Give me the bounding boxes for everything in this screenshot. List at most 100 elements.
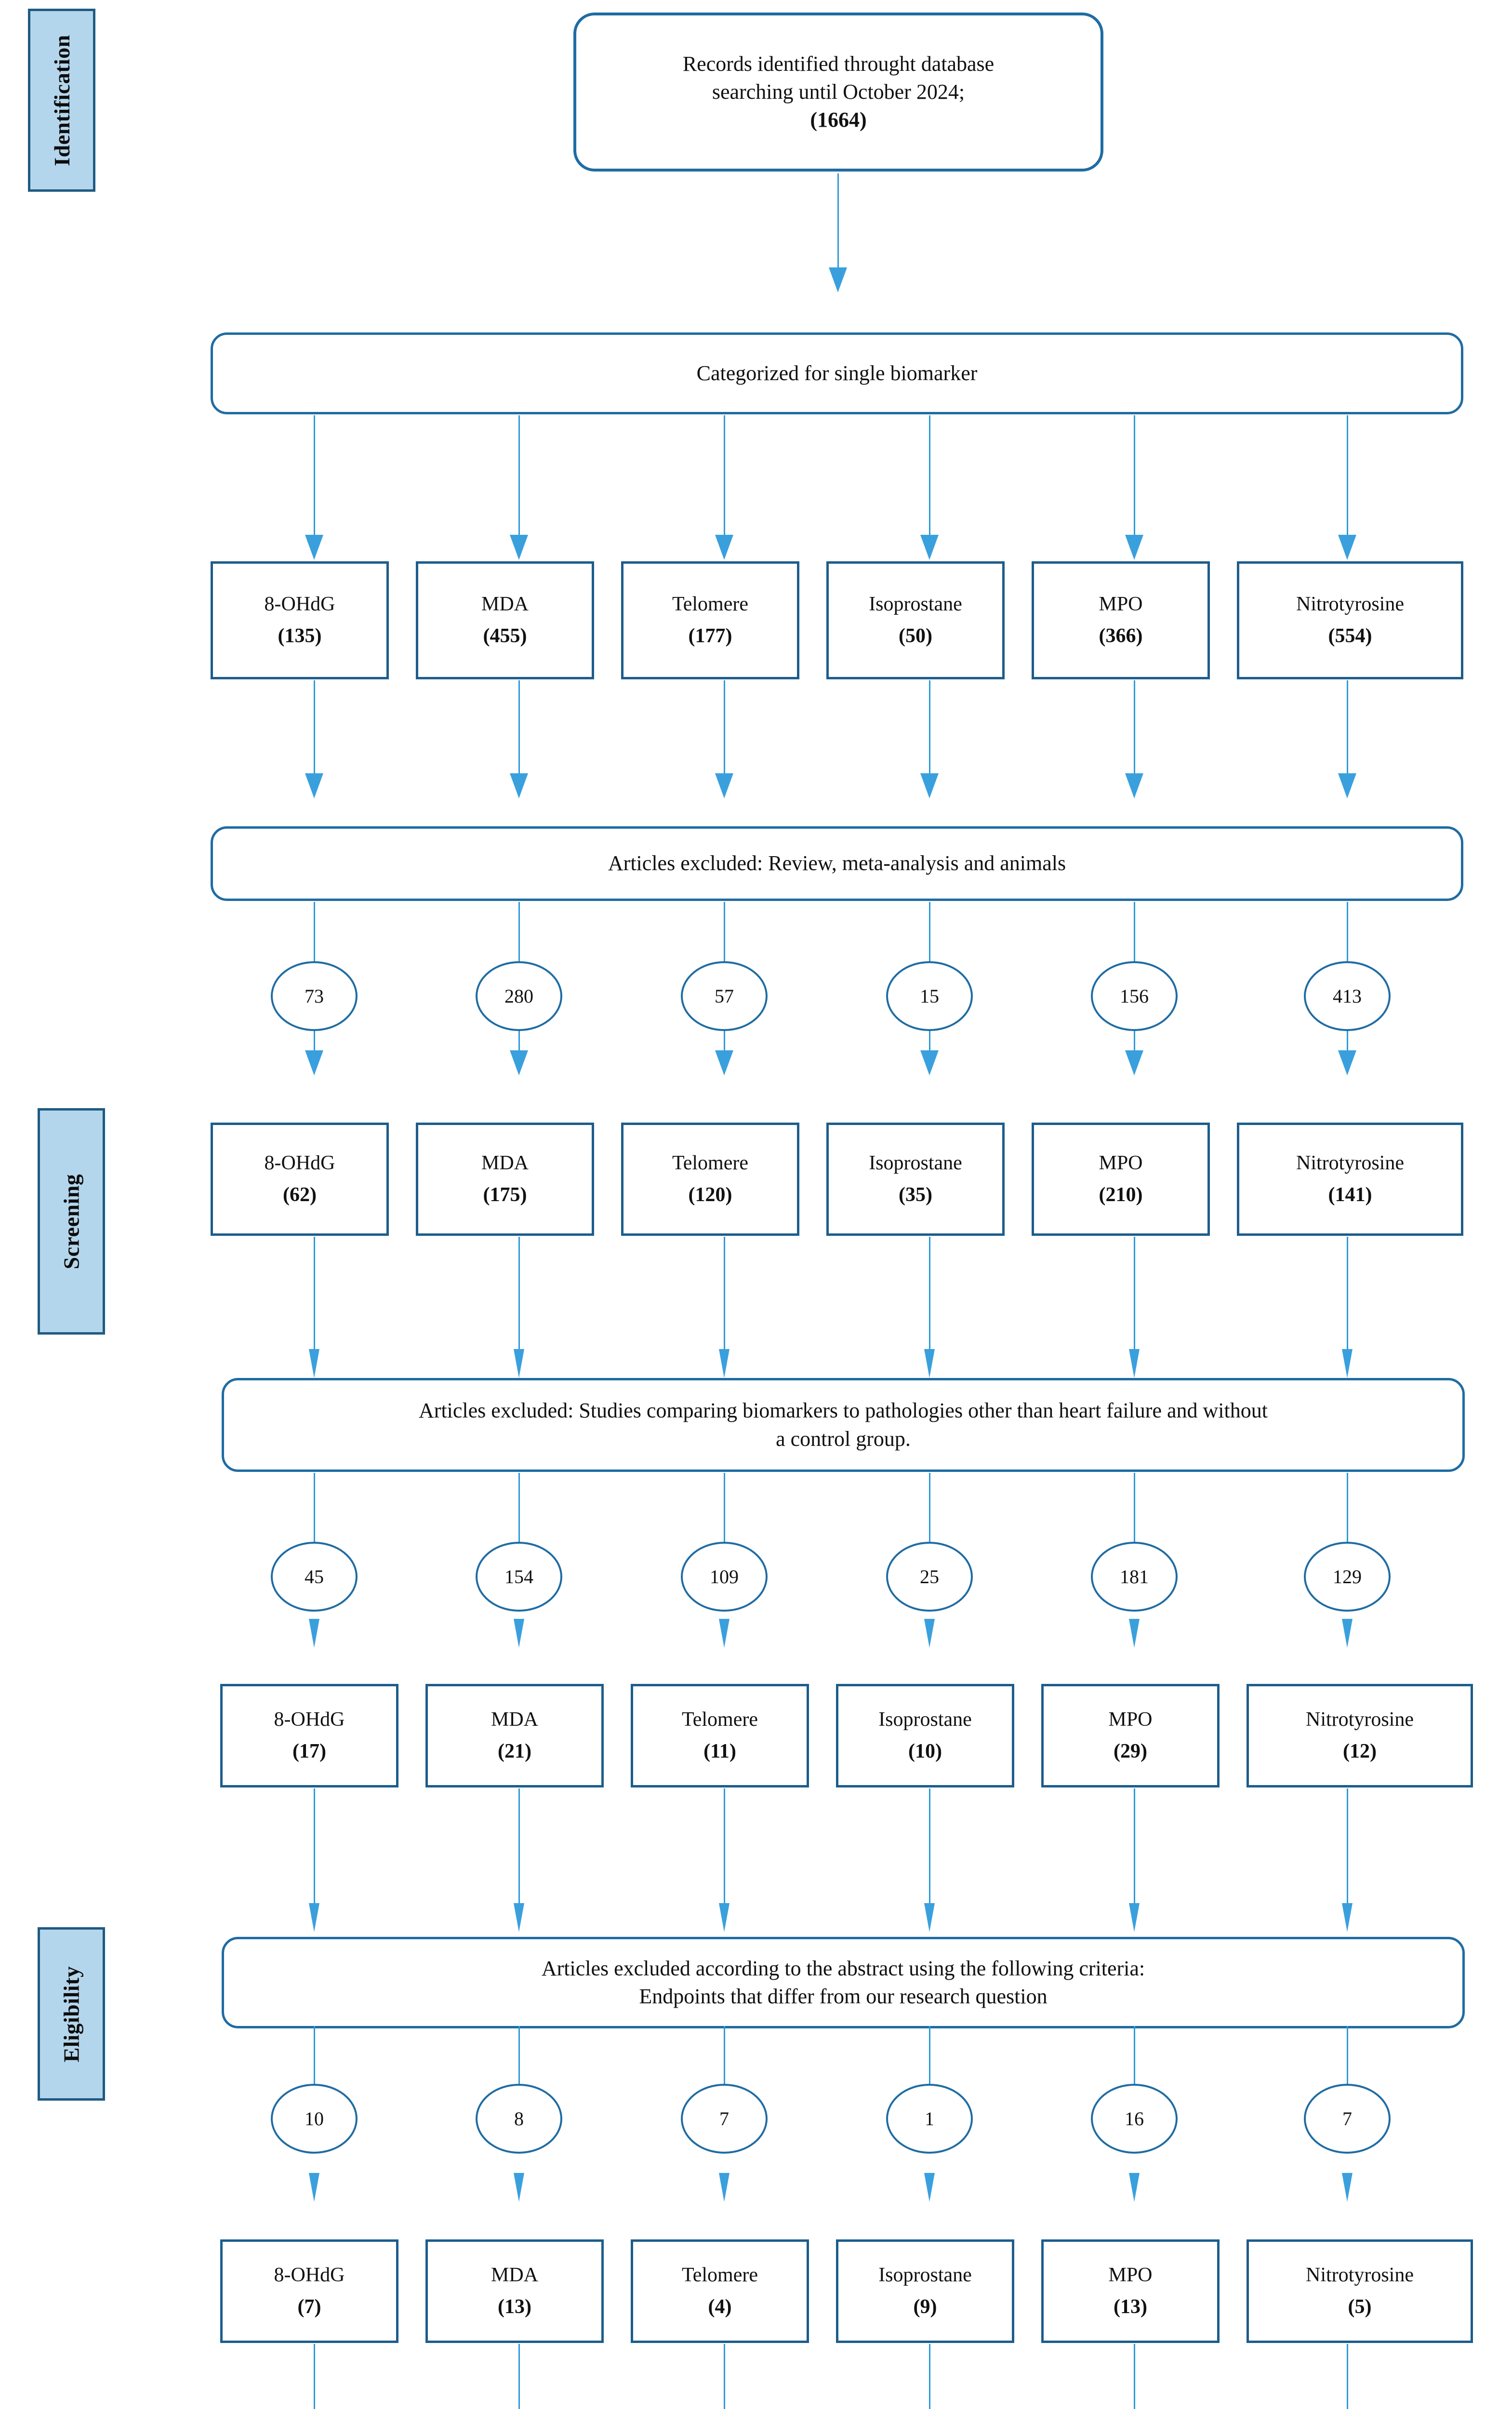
connector-bio3-to-exclusion3-3 [724,1788,725,1909]
biomarker-box-eligible-6: Nitrotyrosine (12) [1247,1684,1473,1787]
records-line-2: searching until October 2024; [712,79,965,104]
connector-bio1-to-exclusion1-1 [314,680,315,777]
exclusion-2-line-1: Articles excluded: Studies comparing bio… [419,1399,1268,1423]
arrowhead-categorized-to-bio-5 [1125,535,1143,560]
connector-exclusion2-to-oval-3 [724,1473,725,1593]
exclusion-3-line-2: Endpoints that differ from our research … [639,1985,1048,2008]
connector-bio2-to-exclusion2-5 [1134,1237,1135,1355]
connector-bio3-to-exclusion3-6 [1347,1788,1348,1909]
arrowhead-oval3-to-bio4-2 [514,2173,524,2202]
biomarker-count: (141) [1328,1183,1372,1206]
excluded-count-oval-2-2: 154 [476,1542,562,1612]
connector-exclusion3-to-oval-1 [314,2026,315,2089]
arrowhead-bio2-to-exclusion2-5 [1129,1349,1140,1378]
arrowhead-bio3-to-exclusion3-3 [719,1903,729,1932]
exclusion-1-line-1: Articles excluded: Review, meta-analysis… [608,851,1066,875]
records-identified-box: Records identified throught database sea… [573,13,1103,172]
stage-label-screening: Screening [38,1108,105,1335]
excluded-count-oval-1-6: 413 [1304,961,1391,1031]
excluded-count-oval-2-5: 181 [1091,1542,1178,1612]
biomarker-name: Telomere [672,593,748,616]
arrowhead-categorized-to-bio-1 [305,535,323,560]
arrowhead-records-to-categorized [829,267,847,292]
biomarker-name: Nitrotyrosine [1306,1708,1414,1731]
connector-exclusion2-to-oval-2 [518,1473,520,1593]
biomarker-name: 8-OHdG [274,1708,345,1731]
connector-bio1-to-exclusion1-6 [1347,680,1348,777]
biomarker-box-assessed-4: Isoprostane (9) [836,2239,1014,2343]
biomarker-box-assessed-6: Nitrotyrosine (5) [1247,2239,1473,2343]
connector-bio3-to-exclusion3-1 [314,1788,315,1909]
biomarker-count: (12) [1343,1740,1377,1762]
arrowhead-categorized-to-bio-6 [1338,535,1356,560]
connector-categorized-to-bio-2 [518,415,520,538]
biomarker-count: (50) [899,624,932,647]
biomarker-count: (62) [283,1183,317,1206]
biomarker-box-screened-6: Nitrotyrosine (141) [1237,1123,1463,1236]
biomarker-box-screened-4: Isoprostane (35) [826,1123,1005,1236]
connector-bio1-to-exclusion1-3 [724,680,725,777]
connector-bio4-to-included-6 [1347,2344,1348,2409]
biomarker-box-identified-6: Nitrotyrosine (554) [1237,561,1463,679]
arrowhead-oval1-to-bio2-2 [510,1050,528,1075]
arrowhead-bio2-to-exclusion2-6 [1342,1349,1353,1378]
stage-label-eligibility-text: Eligibility [59,1966,84,2062]
excluded-count-oval-1-4: 15 [886,961,973,1031]
excluded-count-oval-3-5: 16 [1091,2084,1178,2154]
biomarker-count: (5) [1348,2295,1372,2318]
biomarker-name: MDA [481,1152,529,1175]
biomarker-count: (11) [703,1740,736,1762]
connector-exclusion3-to-oval-6 [1347,2026,1348,2089]
arrowhead-oval1-to-bio2-4 [920,1050,939,1075]
biomarker-count: (21) [498,1740,531,1762]
arrowhead-bio3-to-exclusion3-2 [514,1903,524,1932]
biomarker-count: (10) [908,1740,942,1762]
connector-bio1-to-exclusion1-4 [929,680,930,777]
arrowhead-bio1-to-exclusion1-6 [1338,773,1356,798]
categorized-label: Categorized for single biomarker [696,361,978,385]
biomarker-box-eligible-5: MPO (29) [1041,1684,1220,1787]
arrowhead-oval2-to-bio3-1 [309,1619,319,1648]
biomarker-name: 8-OHdG [264,593,335,616]
biomarker-box-eligible-4: Isoprostane (10) [836,1684,1014,1787]
biomarker-box-identified-1: 8-OHdG (135) [211,561,389,679]
arrowhead-oval3-to-bio4-5 [1129,2173,1140,2202]
arrowhead-bio1-to-exclusion1-4 [920,773,939,798]
exclusion-box-2: Articles excluded: Studies comparing bio… [222,1378,1465,1472]
biomarker-count: (13) [498,2295,531,2318]
arrowhead-oval3-to-bio4-3 [719,2173,729,2202]
excluded-count-oval-2-3: 109 [681,1542,768,1612]
biomarker-name: 8-OHdG [264,1152,335,1175]
connector-bio4-to-included-2 [518,2344,520,2409]
biomarker-count: (177) [688,624,732,647]
biomarker-box-eligible-1: 8-OHdG (17) [220,1684,398,1787]
biomarker-name: Nitrotyrosine [1306,2264,1414,2287]
excluded-count-oval-1-5: 156 [1091,961,1178,1031]
biomarker-name: Telomere [682,1708,758,1731]
biomarker-box-identified-4: Isoprostane (50) [826,561,1005,679]
biomarker-box-assessed-2: MDA (13) [425,2239,604,2343]
biomarker-name: MDA [481,593,529,616]
biomarker-count: (554) [1328,624,1372,647]
excluded-count-oval-1-2: 280 [476,961,562,1031]
excluded-count-oval-3-3: 7 [681,2084,768,2154]
arrowhead-categorized-to-bio-4 [920,535,939,560]
connector-exclusion2-to-oval-1 [314,1473,315,1593]
connector-categorized-to-bio-5 [1134,415,1135,538]
categorized-box: Categorized for single biomarker [211,332,1463,414]
connector-exclusion3-to-oval-2 [518,2026,520,2089]
arrowhead-oval1-to-bio2-6 [1338,1050,1356,1075]
connector-exclusion3-to-oval-3 [724,2026,725,2089]
connector-bio3-to-exclusion3-4 [929,1788,930,1909]
connector-bio4-to-included-1 [314,2344,315,2409]
biomarker-box-assessed-1: 8-OHdG (7) [220,2239,398,2343]
biomarker-count: (455) [483,624,527,647]
connector-exclusion2-to-oval-6 [1347,1473,1348,1593]
exclusion-2-line-2: a control group. [776,1427,911,1451]
biomarker-name: MPO [1108,2264,1153,2287]
biomarker-name: Isoprostane [869,1152,962,1175]
arrowhead-bio3-to-exclusion3-4 [924,1903,935,1932]
excluded-count-oval-2-4: 25 [886,1542,973,1612]
biomarker-name: 8-OHdG [274,2264,345,2287]
stage-label-eligibility: Eligibility [38,1927,105,2101]
